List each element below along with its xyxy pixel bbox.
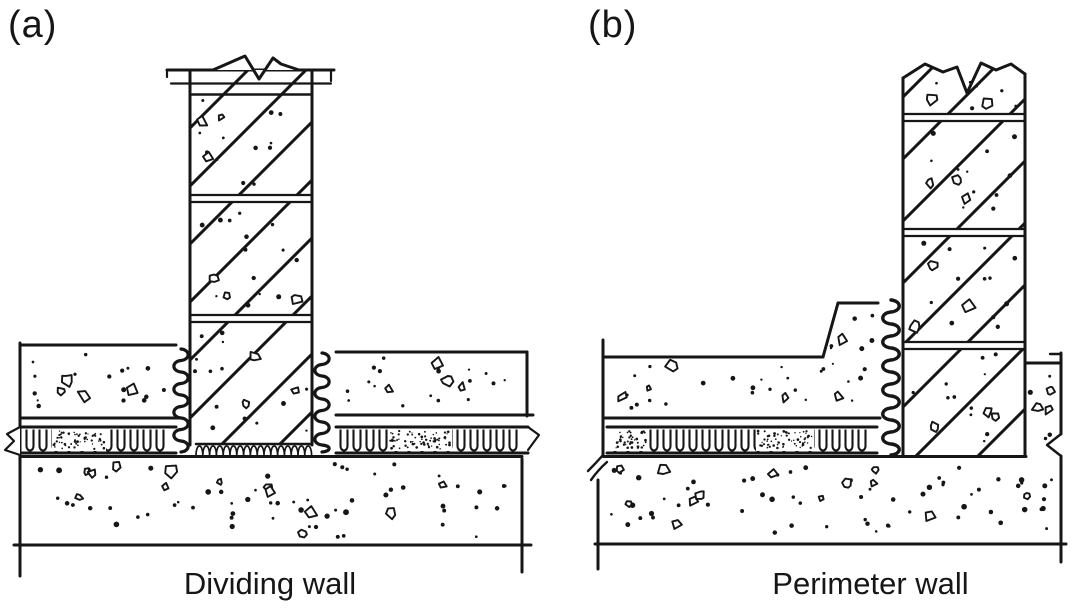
panel-a-resilient-strips (172, 347, 331, 456)
panel-a-subfloor-band-right (334, 425, 541, 455)
panel-a-floor-slab-right (334, 350, 535, 418)
panel-a-wall (165, 54, 336, 447)
panel-b-base-slab (593, 455, 1068, 546)
panel-b-exterior-ground (1024, 351, 1063, 564)
panel-a-caption: Dividing wall (183, 566, 357, 601)
panel-b-caption: Perimeter wall (772, 566, 969, 601)
panel-a-subfloor-band-left (3, 425, 178, 457)
panel-b-wall (901, 61, 1027, 458)
panel-a-label: (a) (8, 4, 58, 46)
panel-b-resilient-strip (881, 298, 901, 457)
panel-b-cut-edge-left (586, 338, 609, 571)
panel-b-drawing (586, 61, 1068, 571)
panel-a-floor-slab-left (18, 341, 182, 578)
panel-a-drawing (3, 54, 541, 578)
panel-b-label: (b) (588, 4, 638, 46)
panel-b-subfloor-band (605, 425, 879, 455)
diagonal-hatch (903, 63, 1025, 456)
panel-a-base-slab (12, 455, 533, 574)
diagonal-hatch (189, 70, 313, 445)
panel-b-floor-slab (603, 301, 882, 420)
